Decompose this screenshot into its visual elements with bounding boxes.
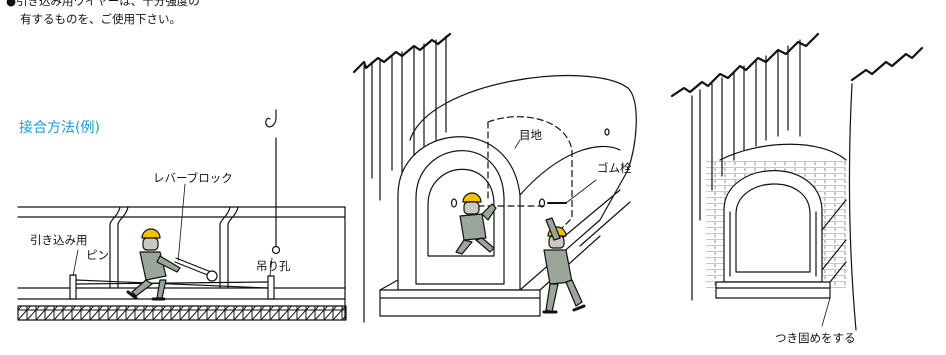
- lever-block: [175, 258, 217, 281]
- worker-outside: [544, 218, 584, 312]
- pull-pins-and-wire: [70, 184, 274, 299]
- ground-hatch: [18, 306, 346, 320]
- right-tamping-scene: [672, 34, 922, 330]
- left-joining-scene: [18, 110, 346, 320]
- crane-hook: [266, 110, 280, 254]
- tunnel-segment: [398, 76, 636, 290]
- middle-tunnel-scene: [354, 34, 636, 322]
- tamping-leader: [822, 298, 830, 326]
